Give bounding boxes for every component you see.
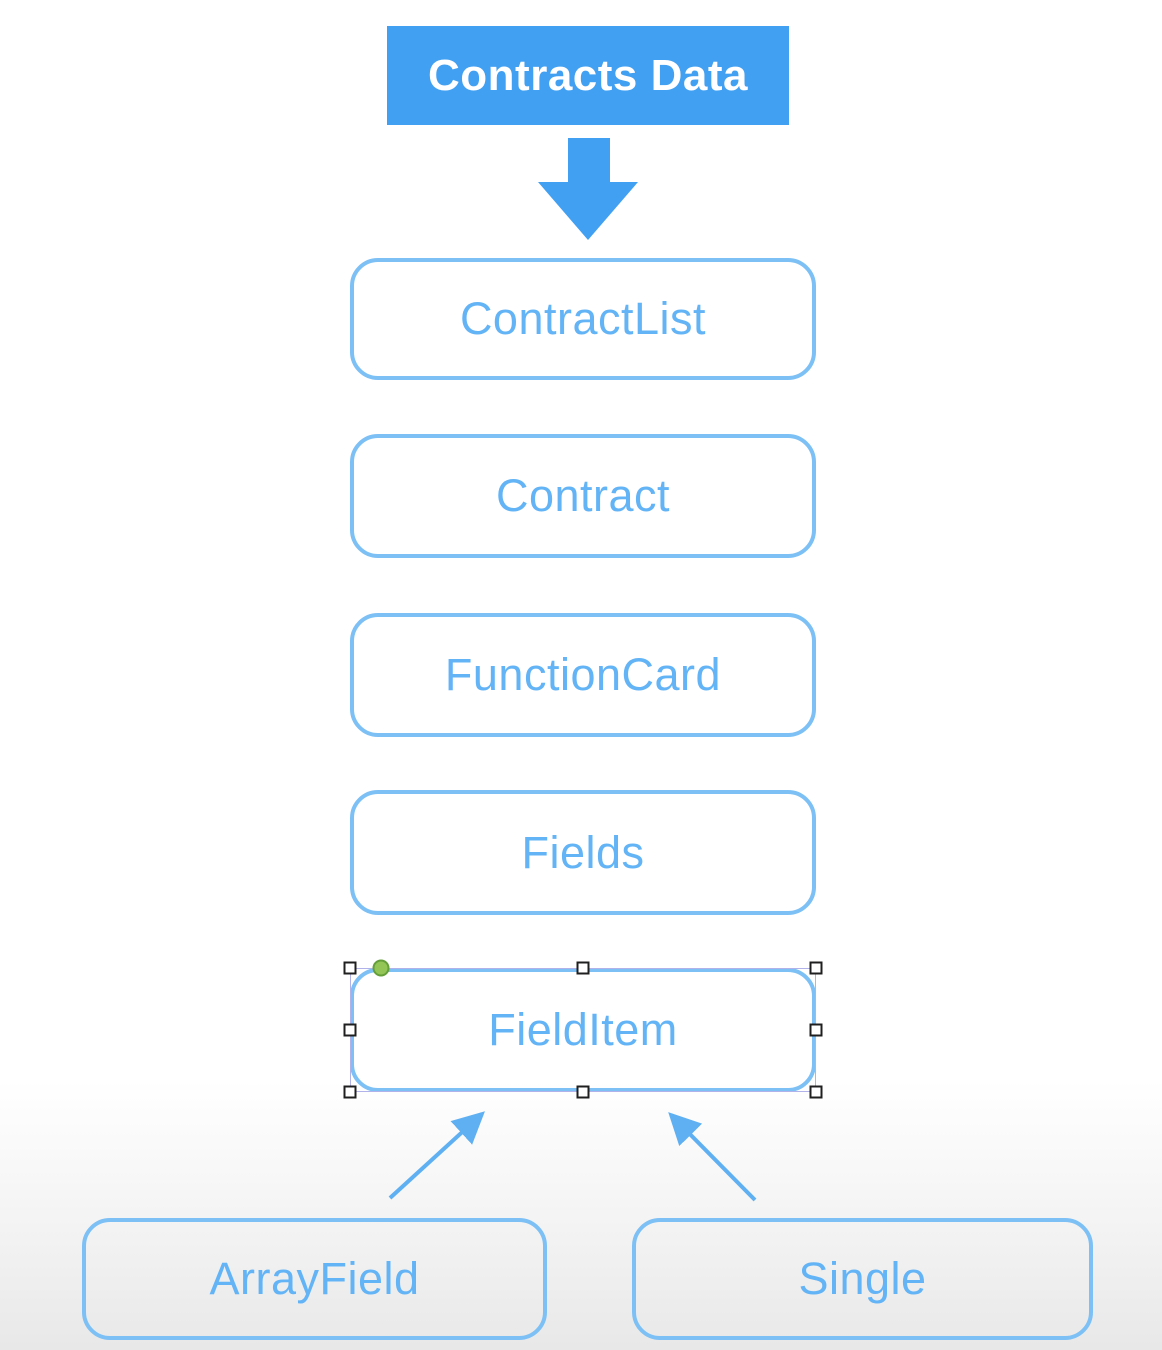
selection-handle-top-right[interactable] (809, 961, 823, 975)
arrow-single-to-fielditem[interactable] (655, 1103, 770, 1208)
node-contractlist-label: ContractList (459, 293, 707, 344)
thick-down-arrow-icon[interactable] (538, 138, 638, 241)
node-contracts-data-label: Contracts Data (428, 50, 748, 100)
node-fields[interactable]: Fields (350, 790, 816, 915)
node-arrayfield-label: ArrayField (209, 1253, 420, 1304)
arrow-arrayfield-to-fielditem[interactable] (378, 1103, 498, 1208)
node-fields-label: Fields (521, 826, 645, 878)
node-fielditem-label: FieldItem (488, 1004, 678, 1055)
selection-handle-bottom-center[interactable] (576, 1085, 590, 1099)
node-contractlist[interactable]: ContractList (350, 258, 816, 380)
node-single[interactable]: Single (632, 1218, 1093, 1340)
selection-handle-bottom-left[interactable] (343, 1085, 357, 1099)
selection-handle-bottom-right[interactable] (809, 1085, 823, 1099)
selection-handle-top-left[interactable] (343, 961, 357, 975)
node-arrayfield[interactable]: ArrayField (82, 1218, 547, 1340)
node-contract[interactable]: Contract (350, 434, 816, 558)
node-contract-label: Contract (495, 470, 671, 521)
node-contracts-data[interactable]: Contracts Data (387, 26, 789, 125)
selection-anchor-green-dot[interactable] (372, 959, 390, 977)
node-single-label: Single (798, 1253, 927, 1304)
selection-handle-middle-right[interactable] (809, 1023, 823, 1037)
selection-handle-middle-left[interactable] (343, 1023, 357, 1037)
node-fielditem[interactable]: FieldItem (350, 968, 816, 1092)
node-functioncard-label: FunctionCard (444, 649, 722, 700)
selection-handle-top-center[interactable] (576, 961, 590, 975)
node-functioncard[interactable]: FunctionCard (350, 613, 816, 737)
